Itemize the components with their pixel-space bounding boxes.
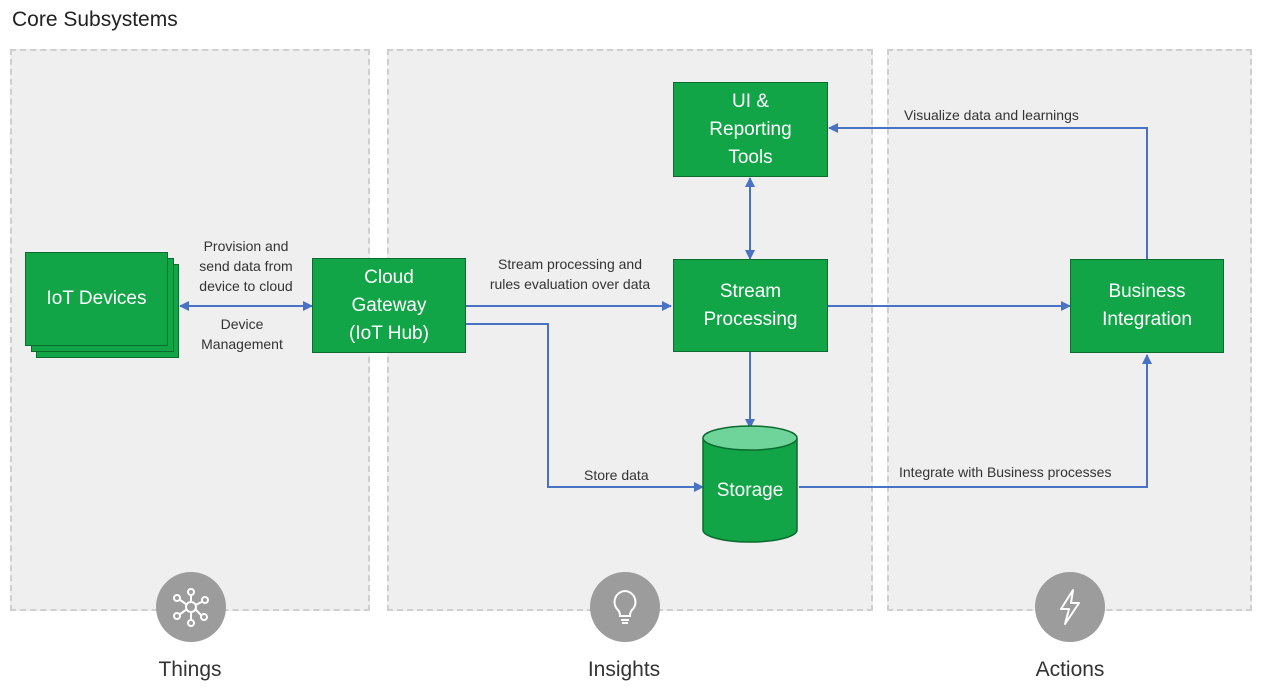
cloud-gateway-line1: Cloud: [364, 266, 414, 288]
provision-line3: device to cloud: [199, 278, 293, 294]
lightning-icon: [1035, 572, 1105, 642]
stream-edge-line1: Stream processing and: [498, 256, 642, 272]
page-title: Core Subsystems: [12, 8, 178, 31]
provision-line1: Provision and: [203, 238, 289, 254]
iot-devices-node: IoT Devices: [25, 252, 168, 346]
stream-processing-line2: Processing: [703, 308, 798, 330]
insights-label: Insights: [587, 658, 661, 681]
provision-line2: send data from: [199, 258, 293, 274]
business-integration-node: Business Integration: [1070, 259, 1224, 353]
iot-devices-label: IoT Devices: [46, 288, 147, 309]
visualize-label: Visualize data and learnings: [904, 107, 1079, 123]
device-management-line2: Management: [201, 336, 283, 352]
business-integration-line1: Business: [1108, 281, 1186, 302]
device-management-label: Device Management: [182, 314, 302, 354]
ui-reporting-line1: UI &: [732, 90, 769, 112]
storage-label: Storage: [716, 480, 784, 501]
cloud-gateway-line2: Gateway: [351, 294, 427, 316]
stream-processing-edge-label: Stream processing and rules evaluation o…: [470, 254, 670, 294]
business-integration-line2: Integration: [1102, 309, 1192, 330]
ui-reporting-line3: Tools: [728, 146, 773, 168]
provision-label: Provision and send data from device to c…: [186, 236, 306, 296]
things-label: Things: [158, 658, 222, 681]
cloud-gateway-node: Cloud Gateway (IoT Hub): [312, 258, 466, 353]
lightbulb-icon: [590, 572, 660, 642]
stream-processing-line1: Stream: [719, 280, 782, 302]
integrate-label: Integrate with Business processes: [899, 464, 1112, 480]
stream-edge-line2: rules evaluation over data: [489, 276, 651, 292]
store-data-label: Store data: [584, 467, 649, 483]
actions-label: Actions: [1035, 658, 1105, 681]
gateway-storage-arrow: [466, 323, 704, 492]
cloud-gateway-line3: (IoT Hub): [349, 322, 429, 344]
storage-cylinder: [702, 425, 798, 543]
ui-reporting-node: UI & Reporting Tools: [673, 82, 828, 177]
business-ui-arrow: [828, 123, 1148, 259]
network-icon: [156, 572, 226, 642]
ui-reporting-line2: Reporting: [709, 118, 792, 140]
stream-processing-node: Stream Processing: [673, 259, 828, 352]
device-management-line1: Device: [220, 316, 264, 332]
storage-business-arrow: [799, 354, 1152, 488]
